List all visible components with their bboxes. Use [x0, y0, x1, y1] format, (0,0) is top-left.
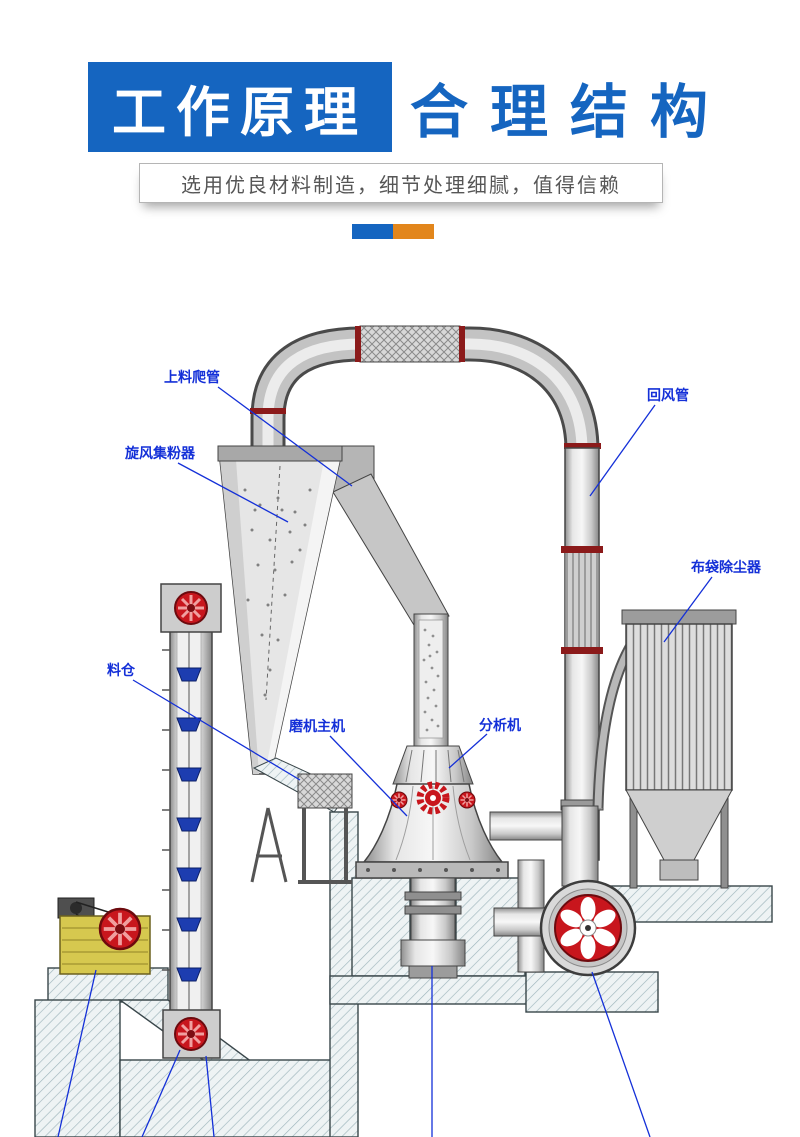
label-bag-dust-collector: 布袋除尘器 [691, 559, 762, 576]
label-return-air-pipe: 回风管 [647, 387, 689, 404]
fan-wheel [554, 894, 622, 962]
foundation-hatching [34, 811, 773, 1137]
analyzer-gear-ring [416, 781, 450, 815]
label-feed-climbing-pipe: 上料爬管 [164, 369, 220, 386]
granule-dots [422, 628, 440, 732]
mill-side-wheel-left [390, 791, 408, 809]
feed-climbing-pipe-part [329, 445, 450, 747]
bucket-elevator [160, 583, 222, 1059]
leader-lines [57, 386, 713, 1137]
elevator-buckets [176, 667, 202, 982]
subtitle-text: 选用优良材料制造，细节处理细腻，值得信赖 [181, 172, 621, 197]
title-highlight-block: 工作原理 [88, 62, 392, 152]
label-analyzer: 分析机 [479, 717, 521, 734]
label-material-silo: 料仓 [107, 662, 136, 679]
accent-bar-blue [352, 224, 393, 239]
label-cyclone-collector: 旋风集粉器 [124, 445, 196, 462]
diagram-area: 上料爬管 旋风集粉器 料仓 磨机主机 分析机 回风管 布袋除尘器 [0, 300, 800, 1137]
crusher-flywheel [98, 907, 142, 951]
accent-bar-orange [393, 224, 434, 239]
mill-main-unit-part [355, 745, 509, 979]
label-mill-main-unit: 磨机主机 [289, 718, 345, 735]
header: 工作原理 合理结构 [0, 62, 800, 152]
overhead-pipe [250, 325, 601, 452]
accent-bars [352, 224, 434, 239]
ladder-ticks [162, 649, 170, 971]
mill-side-wheel-right [458, 791, 476, 809]
blower-fan [539, 879, 637, 977]
powder-dots [243, 488, 312, 697]
plant-diagram: 上料爬管 旋风集粉器 料仓 磨机主机 分析机 回风管 布袋除尘器 [34, 325, 773, 1137]
diagram-labels: 上料爬管 旋风集粉器 料仓 磨机主机 分析机 回风管 布袋除尘器 [57, 369, 762, 1137]
elevator-bottom-wheel [173, 1016, 209, 1052]
page-title-rest: 合理结构 [410, 78, 731, 146]
jaw-crusher [57, 897, 151, 975]
cyclone-collector-part [217, 445, 343, 775]
elevator-top-wheel [173, 590, 209, 626]
page-title-highlight: 工作原理 [112, 80, 368, 144]
subtitle-banner: 选用优良材料制造，细节处理细腻，值得信赖 [139, 163, 663, 203]
feed-bin [297, 773, 353, 884]
bag-dust-collector-part [592, 609, 737, 889]
